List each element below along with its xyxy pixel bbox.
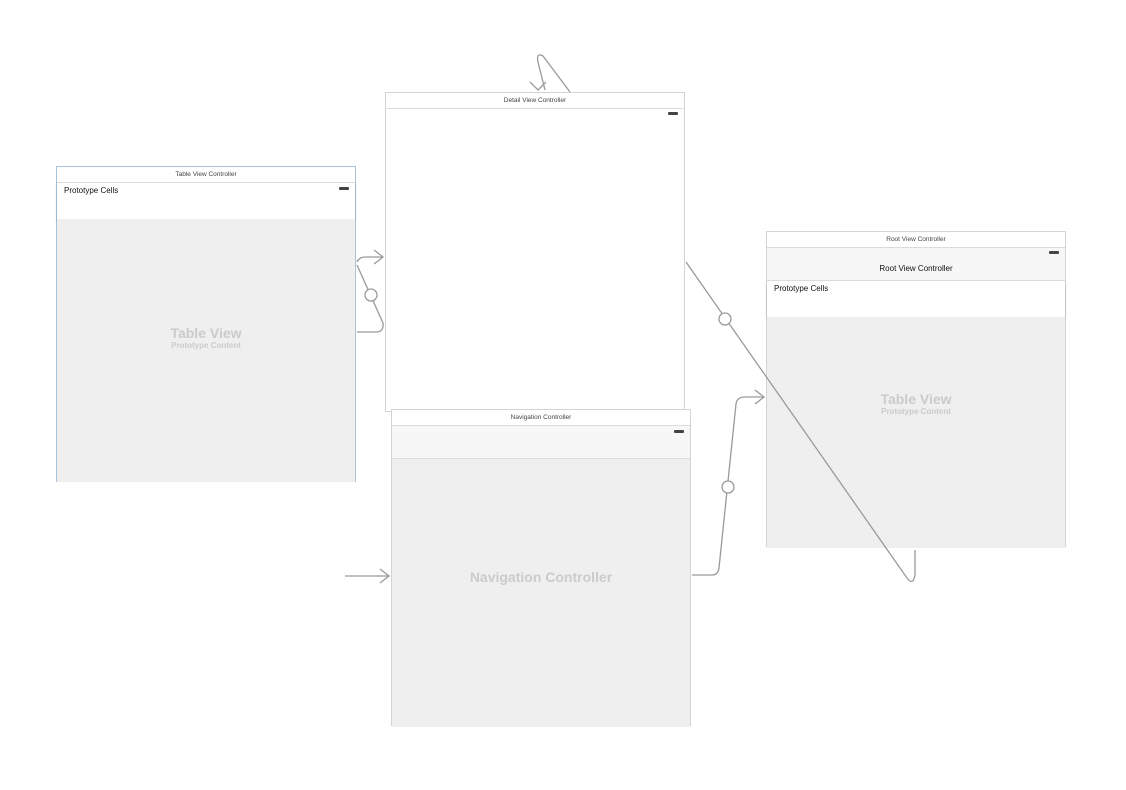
table-view[interactable]: Table View Prototype Content [57, 219, 355, 482]
arrow-head [373, 249, 385, 265]
root-view-controller-scene[interactable]: Root View Controller Root View Controlle… [766, 231, 1066, 548]
navigation-bar: Root View Controller [767, 248, 1065, 281]
table-view[interactable]: Table View Prototype Content [767, 317, 1065, 548]
scene-title: Table View Controller [57, 167, 355, 183]
battery-icon [668, 112, 678, 115]
segue-table-to-detail[interactable] [356, 256, 384, 333]
prototype-cells-label: Prototype Cells [64, 186, 119, 195]
prototype-cells[interactable]: Prototype Cells [57, 183, 355, 219]
self-segue-loop[interactable] [536, 54, 571, 93]
scene-title: Root View Controller [767, 232, 1065, 248]
relationship-segue-icon[interactable] [721, 480, 735, 494]
scene-title: Detail View Controller [386, 93, 684, 109]
nav-title: Root View Controller [879, 264, 953, 273]
prototype-cells[interactable]: Prototype Cells [767, 281, 1065, 317]
battery-icon [339, 187, 349, 190]
segue-detail-to-root[interactable] [685, 261, 916, 582]
battery-icon [1049, 251, 1059, 254]
navigation-bar [392, 426, 690, 459]
table-view-controller-scene[interactable]: Table View Controller Prototype Cells Ta… [56, 166, 356, 482]
prototype-cells-label: Prototype Cells [774, 284, 829, 293]
table-view-label: Table View [880, 391, 952, 407]
battery-icon [674, 430, 684, 433]
table-view-label: Table View [170, 325, 242, 341]
arrow-head [754, 389, 766, 405]
navigation-controller-scene[interactable]: Navigation Controller Navigation Control… [391, 409, 691, 727]
table-view-sublabel: Prototype Content [171, 341, 241, 350]
arrow-head [529, 81, 547, 91]
detail-view-controller-scene[interactable]: Detail View Controller [385, 92, 685, 412]
segue-icon[interactable] [364, 288, 378, 302]
segue-icon[interactable] [718, 312, 732, 326]
entry-point-arrow[interactable] [345, 568, 391, 584]
table-view-sublabel: Prototype Content [881, 407, 951, 416]
navigation-controller-label: Navigation Controller [469, 569, 613, 585]
scene-title: Navigation Controller [392, 410, 690, 426]
